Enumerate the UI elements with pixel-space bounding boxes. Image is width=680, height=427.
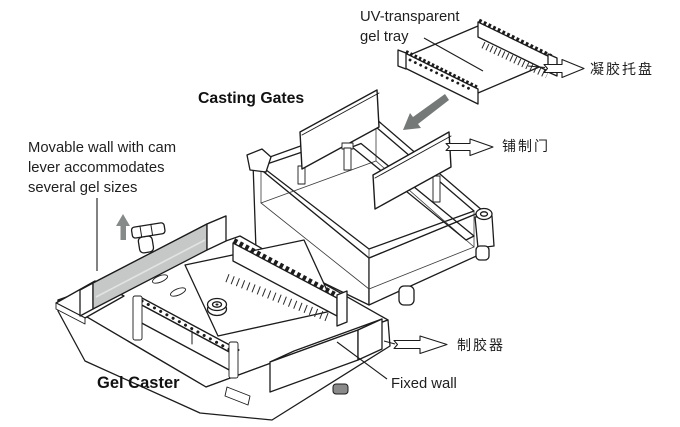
serrated-edge bbox=[478, 18, 553, 59]
movable-wall-label-line3: several gel sizes bbox=[28, 180, 137, 196]
callout-arrow-icon bbox=[543, 58, 585, 79]
fixed-wall-bar bbox=[269, 318, 383, 395]
movable-wall-label-line2: lever accommodates bbox=[28, 160, 165, 176]
gel-caster-illustration bbox=[55, 214, 391, 421]
gel-tray-label-cn: 凝胶托盘 bbox=[590, 61, 654, 77]
slot bbox=[152, 274, 168, 284]
grip-dots bbox=[408, 58, 474, 92]
callout-arrow-icon bbox=[445, 138, 494, 157]
lift-direction-arrow-icon bbox=[116, 214, 130, 240]
casting-gate-right bbox=[372, 131, 452, 210]
casting-gate-left bbox=[297, 89, 380, 185]
uv-tray-leader-line bbox=[423, 37, 484, 72]
fixed-wall-leader-line bbox=[336, 341, 388, 380]
cam-lever bbox=[130, 222, 166, 254]
tray-callout-line bbox=[527, 65, 546, 69]
frame-foot bbox=[398, 285, 415, 306]
callout-arrow-icon bbox=[393, 335, 448, 355]
caster-callout-line bbox=[383, 340, 396, 345]
gel-tray-illustration bbox=[397, 18, 558, 105]
clamp-screw bbox=[474, 207, 495, 261]
uv-tray-label-line1: UV-transparent bbox=[360, 9, 460, 25]
gel-caster-label: Gel Caster bbox=[97, 374, 180, 392]
dotted-wall bbox=[132, 295, 240, 379]
frame-corner-bracket bbox=[246, 148, 272, 173]
leveling-knob bbox=[206, 297, 228, 317]
slot bbox=[170, 287, 186, 297]
insert-direction-arrow-icon bbox=[403, 94, 449, 130]
comb-wall bbox=[232, 238, 348, 327]
gel-caster-label-cn: 制胶器 bbox=[457, 337, 505, 353]
ruler-ticks bbox=[481, 41, 549, 79]
serrated-edge bbox=[405, 50, 478, 89]
casting-gates-label: Casting Gates bbox=[198, 90, 304, 107]
movable-wall bbox=[79, 215, 227, 317]
casting-gate-label-cn: 铺制门 bbox=[502, 138, 550, 154]
movable-wall-label-line1: Movable wall with cam bbox=[28, 140, 176, 156]
fixed-wall-label: Fixed wall bbox=[391, 376, 457, 392]
uv-tray-label-line2: gel tray bbox=[360, 29, 409, 45]
gate-support-posts bbox=[341, 142, 441, 203]
